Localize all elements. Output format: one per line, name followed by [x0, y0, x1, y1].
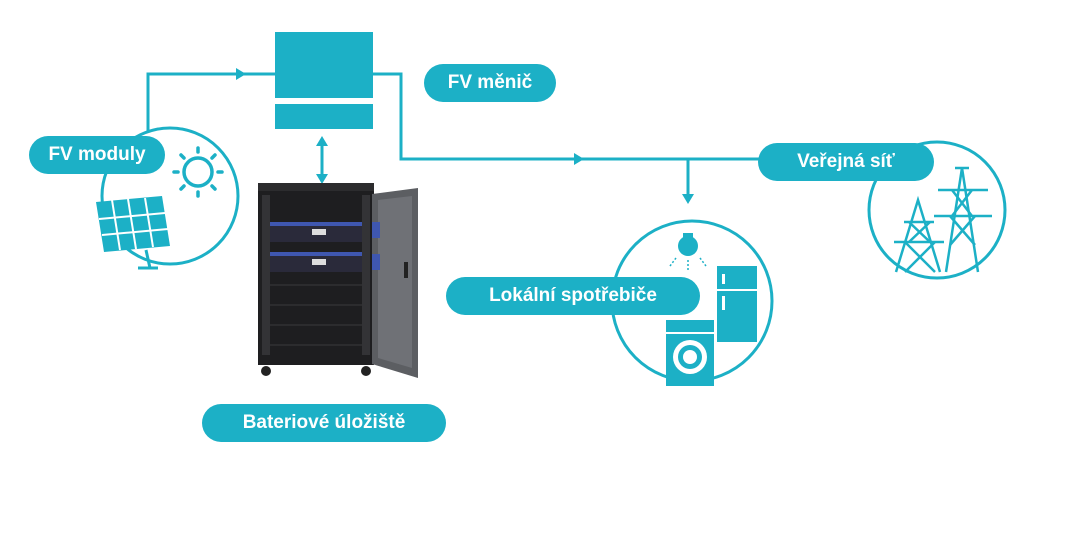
battery-cabinet-icon	[258, 183, 418, 378]
arrow-down-icon	[316, 174, 328, 184]
pv-modules-label: FV moduly	[29, 136, 165, 174]
battery-storage-label: Bateriové úložiště	[202, 404, 446, 442]
pv-to-inverter-line	[146, 72, 275, 140]
inverter-icon	[275, 32, 373, 129]
arrow-right-icon	[574, 153, 584, 165]
local-appliances-label: Lokální spotřebiče	[446, 277, 700, 315]
flow-arrows	[236, 68, 694, 204]
arrow-up-icon	[316, 136, 328, 146]
arrow-down-icon	[682, 194, 694, 204]
arrow-right-icon	[236, 68, 246, 80]
public-grid-label: Veřejná síť	[758, 143, 934, 181]
pv-inverter-label: FV měnič	[424, 64, 556, 102]
